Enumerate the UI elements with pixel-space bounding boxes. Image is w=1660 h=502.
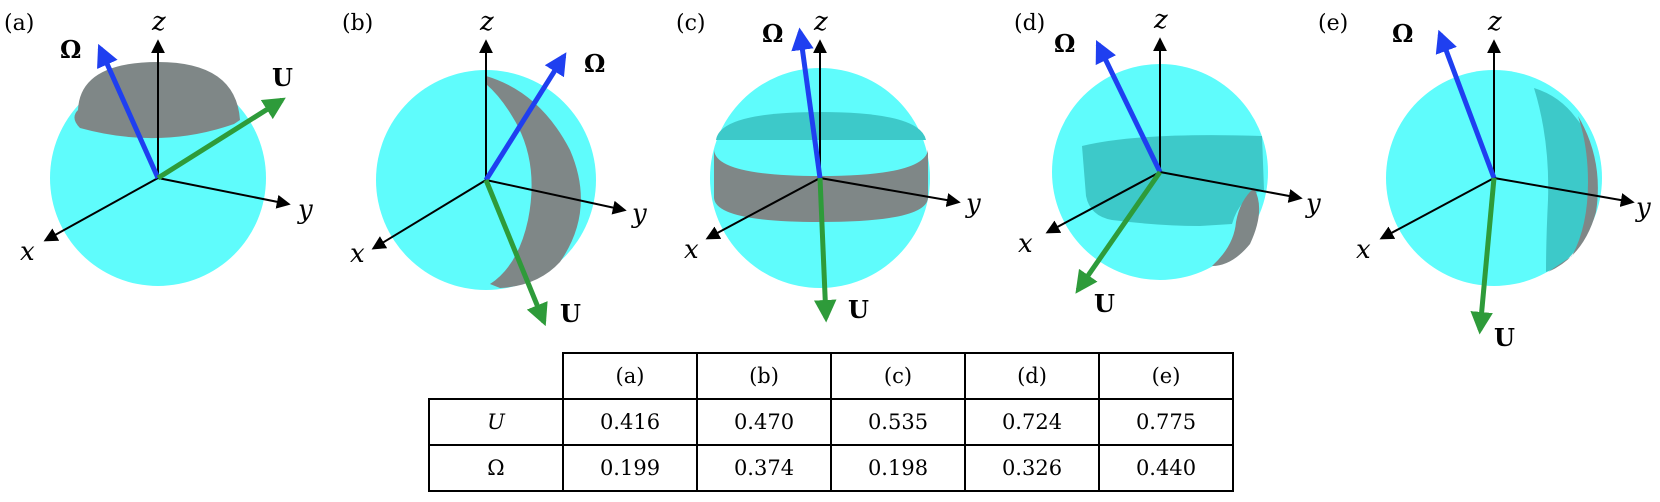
- panel-label: (c): [676, 11, 706, 36]
- y-axis: [485, 179, 627, 215]
- table-cell: 0.470: [696, 398, 832, 446]
- omega-vector: [1095, 39, 1163, 174]
- u-label: U: [272, 63, 293, 92]
- u-vector: [1075, 170, 1163, 294]
- x-label: x: [350, 239, 365, 269]
- table-cell: 0.724: [964, 398, 1100, 446]
- panel-e: (e) z y x Ω U: [1318, 7, 1651, 352]
- panel-a: (a) z y x Ω U: [4, 7, 313, 286]
- omega-label: Ω: [60, 35, 81, 64]
- region-lune-back: [1534, 88, 1593, 272]
- panel-label: (a): [4, 11, 34, 36]
- u-label: U: [1094, 289, 1115, 318]
- z-label: z: [479, 7, 494, 37]
- column-header: (a): [562, 352, 698, 400]
- table-corner: [429, 353, 564, 400]
- omega-vector: [97, 43, 161, 180]
- z-label: z: [813, 7, 828, 37]
- u-label: U: [1494, 323, 1515, 352]
- panel-label: (b): [342, 11, 373, 36]
- table-cell: 0.326: [964, 444, 1100, 492]
- table-row: U 0.416 0.470 0.535 0.724 0.775: [428, 398, 1234, 446]
- column-header: (c): [830, 352, 966, 400]
- panel-d: (d) z y x Ω U: [1014, 5, 1321, 318]
- y-axis: [1159, 171, 1303, 203]
- omega-label: Ω: [762, 19, 783, 48]
- u-vector: [483, 179, 548, 327]
- x-label: x: [684, 235, 699, 265]
- table-cell: 0.440: [1098, 444, 1234, 492]
- y-label: y: [965, 189, 981, 219]
- z-label: z: [1153, 5, 1168, 35]
- u-vector: [813, 177, 837, 323]
- y-label: y: [1635, 193, 1651, 223]
- y-axis: [157, 177, 291, 209]
- panel-b: (b) z y x Ω U: [342, 7, 647, 328]
- panel-c: (c) z y x Ω U: [676, 7, 981, 324]
- x-axis: [1379, 177, 1495, 240]
- z-label: z: [1487, 7, 1502, 37]
- x-axis: [371, 179, 487, 250]
- region-lune: [486, 76, 581, 288]
- table-header-row: (a) (b) (c) (d) (e): [429, 352, 1234, 400]
- y-label: y: [631, 199, 647, 229]
- u-vector: [156, 97, 286, 181]
- x-axis: [705, 177, 821, 240]
- column-header: (b): [696, 352, 832, 400]
- omega-label: Ω: [1054, 29, 1075, 58]
- region-patch-edge: [1212, 188, 1260, 266]
- panel-label: (e): [1318, 11, 1348, 36]
- y-label: y: [1305, 189, 1321, 219]
- x-axis: [1045, 171, 1161, 234]
- column-header: (d): [964, 352, 1100, 400]
- table-cell: 0.416: [562, 398, 698, 446]
- table-cell: 0.775: [1098, 398, 1234, 446]
- x-label: x: [20, 237, 35, 267]
- y-axis: [1493, 177, 1635, 207]
- y-axis: [819, 177, 961, 207]
- region-patch: [1082, 135, 1264, 226]
- row-header: Ω: [428, 444, 564, 492]
- y-label: y: [297, 195, 313, 225]
- table-cell: 0.535: [830, 398, 966, 446]
- omega-vector: [791, 27, 823, 179]
- parameter-table: (a) (b) (c) (d) (e) U 0.416 0.470 0.535 …: [428, 352, 1234, 492]
- row-header: U: [428, 398, 564, 446]
- omega-vector: [483, 52, 567, 182]
- omega-label: Ω: [1392, 19, 1413, 48]
- omega-label: Ω: [584, 49, 605, 78]
- x-label: x: [1018, 229, 1033, 259]
- u-vector: [1470, 177, 1497, 335]
- panel-label: (d): [1014, 11, 1045, 36]
- u-label: U: [560, 299, 581, 328]
- z-label: z: [151, 7, 166, 37]
- x-label: x: [1356, 235, 1371, 265]
- omega-vector: [1435, 29, 1497, 179]
- table-row: Ω 0.199 0.374 0.198 0.326 0.440: [428, 444, 1234, 492]
- column-header: (e): [1098, 352, 1234, 400]
- table-cell: 0.198: [830, 444, 966, 492]
- region-lune: [1548, 116, 1598, 272]
- x-axis: [43, 177, 159, 242]
- table-cell: 0.374: [696, 444, 832, 492]
- table-cell: 0.199: [562, 444, 698, 492]
- u-label: U: [848, 295, 869, 324]
